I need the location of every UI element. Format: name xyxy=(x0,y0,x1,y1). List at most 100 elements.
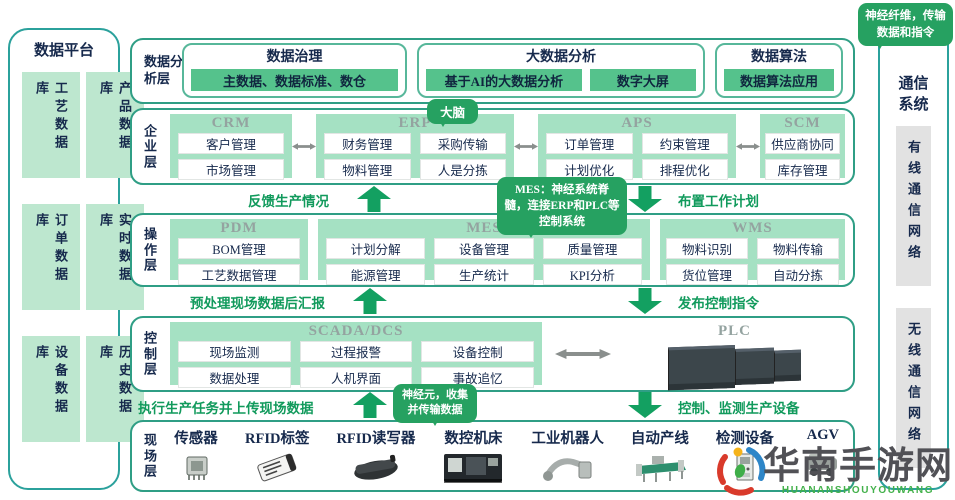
aps-item: 约束管理 xyxy=(641,133,728,154)
erp-item: 采购传输 xyxy=(419,133,506,154)
operation-systems: PDM BOM管理 工艺数据管理 MES 计划分解 设备管理 质量管理 能源管理… xyxy=(170,219,845,285)
watermark-subtitle: HUANANSHOUYOUWANG xyxy=(781,484,935,496)
aps-item: 排程优化 xyxy=(641,159,728,180)
up-arrow-icon xyxy=(357,186,391,212)
plc-title: PLC xyxy=(718,323,751,339)
operation-layer: 操作层 PDM BOM管理 工艺数据管理 MES 计划分解 设备管理 质量管理 … xyxy=(130,213,855,287)
watermark-title: 华南手游网 xyxy=(763,444,953,486)
crm-title: CRM xyxy=(211,115,251,131)
field-layer: 现场层 传感器 RFID标签 RFID读写器 数控机床 xyxy=(130,420,855,492)
scada-item: 现场监测 xyxy=(178,341,291,362)
down-arrow-icon xyxy=(628,186,662,212)
analysis-layer-label: 数据分析层 xyxy=(144,54,184,86)
pdm-title: PDM xyxy=(220,220,258,236)
neuron-callout: 神经元，收集并传输数据 xyxy=(393,384,477,426)
scm-item: 库存管理 xyxy=(765,159,840,180)
wms-box: WMS 物料识别 物料传输 货位管理 自动分拣 xyxy=(660,219,845,285)
mes-note-callout: MES：神经系统脊髓，连接ERP和PLC等控制系统 xyxy=(497,177,627,239)
scada-item: 人机界面 xyxy=(299,367,413,388)
watermark-logo-icon xyxy=(717,447,766,496)
control-layer: 控制层 SCADA/DCS 现场监测 过程报警 设备控制 数据处理 人机界面 事… xyxy=(130,316,855,392)
operation-layer-label: 操作层 xyxy=(144,226,158,273)
double-arrow-icon xyxy=(292,142,316,150)
governance-chip: 主数据、数据标准、数仓 xyxy=(191,69,398,91)
cnc-machine-label: 数控机床 xyxy=(444,431,503,447)
scada-dcs-box: SCADA/DCS 现场监测 过程报警 设备控制 数据处理 人机界面 事故追忆 xyxy=(170,322,542,388)
algorithm-app-chip: 数据算法应用 xyxy=(724,69,834,91)
pdm-box: PDM BOM管理 工艺数据管理 xyxy=(170,219,308,285)
digital-screen-chip: 数字大屏 xyxy=(589,69,696,91)
scada-plc-link xyxy=(542,347,624,361)
agv-image xyxy=(801,444,845,484)
auto-line-label: 自动产线 xyxy=(630,431,689,447)
down-arrow-icon xyxy=(628,288,662,314)
scada-dcs-title: SCADA/DCS xyxy=(308,323,404,339)
crm-item: 市场管理 xyxy=(178,159,284,180)
mes-item: 质量管理 xyxy=(542,238,642,259)
device-rfid-tag: RFID标签 xyxy=(245,427,309,487)
erp-title: ERP xyxy=(398,115,432,131)
scada-item: 设备控制 xyxy=(421,341,534,362)
double-arrow-icon xyxy=(736,142,760,150)
brain-callout: 大脑 xyxy=(427,99,479,127)
data-platform-title: 数据平台 xyxy=(33,43,94,59)
ai-bigdata-chip: 基于AI的大数据分析 xyxy=(426,69,582,91)
database-box-order: 订单数据库 xyxy=(22,204,80,310)
crm-item: 客户管理 xyxy=(178,133,284,154)
analysis-layer: 数据分析层 数据治理 主数据、数据标准、数仓 大数据分析 基于AI的大数据分析 … xyxy=(130,38,855,104)
control-systems: SCADA/DCS 现场监测 过程报警 设备控制 数据处理 人机界面 事故追忆 … xyxy=(170,322,845,391)
agv-label: AGV xyxy=(806,427,840,443)
plc-area: PLC xyxy=(624,322,845,391)
rfid-reader-image xyxy=(348,448,404,487)
communication-title: 通信系统 xyxy=(898,76,929,113)
watermark: 华南手游网 HUANANSHOUYOUWANG xyxy=(711,442,953,500)
field-devices: 传感器 RFID标签 RFID读写器 数控机床 xyxy=(174,427,845,487)
wireless-network-box: 无线通信网络 xyxy=(896,308,931,468)
up-arrow-icon xyxy=(353,288,387,314)
scada-item: 事故追忆 xyxy=(421,367,534,388)
rfid-tag-label: RFID标签 xyxy=(245,431,310,447)
crm-erp-link xyxy=(292,140,316,153)
mes-title: MES xyxy=(466,220,502,236)
plc-hardware-image xyxy=(668,341,801,391)
nerve-fiber-callout: 神经纤维，传输数据和指令 xyxy=(858,3,953,50)
enterprise-layer-label: 企业层 xyxy=(144,123,158,170)
device-auto-line: 自动产线 xyxy=(631,427,689,487)
rfid-tag-image xyxy=(251,448,303,487)
scm-item: 供应商协同 xyxy=(765,133,840,154)
double-arrow-icon xyxy=(514,142,538,150)
erp-aps-link xyxy=(514,140,538,153)
data-governance-group: 数据治理 主数据、数据标准、数仓 xyxy=(182,43,407,98)
data-algorithm-title: 数据算法 xyxy=(751,50,807,65)
rfid-reader-label: RFID读写器 xyxy=(336,431,416,447)
database-box-process: 工艺数据库 xyxy=(22,72,80,178)
auto-line-image xyxy=(632,448,688,487)
mes-item: 能源管理 xyxy=(326,264,426,285)
crm-box: CRM 客户管理 市场管理 xyxy=(170,114,292,180)
aps-box: APS 订单管理 约束管理 计划优化 排程优化 xyxy=(538,114,736,180)
wms-item: 物料传输 xyxy=(757,238,839,259)
device-rfid-reader: RFID读写器 xyxy=(336,427,415,487)
aps-item: 订单管理 xyxy=(546,133,633,154)
device-agv: AGV xyxy=(801,427,845,487)
wms-title: WMS xyxy=(732,220,773,236)
wms-item: 物料识别 xyxy=(666,238,748,259)
scm-box: SCM 供应商协同 库存管理 xyxy=(760,114,845,180)
erp-item: 物料管理 xyxy=(324,159,411,180)
data-governance-title: 数据治理 xyxy=(266,50,323,65)
communication-panel: 通信系统 有线通信网络 无线通信网络 xyxy=(878,28,949,490)
analysis-groups: 数据治理 主数据、数据标准、数仓 大数据分析 基于AI的大数据分析 数字大屏 数… xyxy=(182,43,843,98)
data-algorithm-group: 数据算法 数据算法应用 xyxy=(715,43,843,98)
inspection-label: 检测设备 xyxy=(715,431,774,447)
scm-title: SCM xyxy=(784,115,821,131)
enterprise-systems: CRM 客户管理 市场管理 ERP 财务管理 采购传输 物料管理 人是分拣 xyxy=(170,114,845,180)
field-layer-label: 现场层 xyxy=(144,432,158,479)
wms-item: 货位管理 xyxy=(666,264,748,285)
scada-item: 数据处理 xyxy=(178,367,291,388)
report-flow-label: 预处理现场数据后汇报 xyxy=(190,296,325,311)
monitor-flow-label: 控制、监测生产设备 xyxy=(678,401,800,416)
double-arrow-icon xyxy=(555,348,611,359)
device-industrial-robot: 工业机器人 xyxy=(531,427,604,487)
pdm-item: BOM管理 xyxy=(178,238,300,259)
